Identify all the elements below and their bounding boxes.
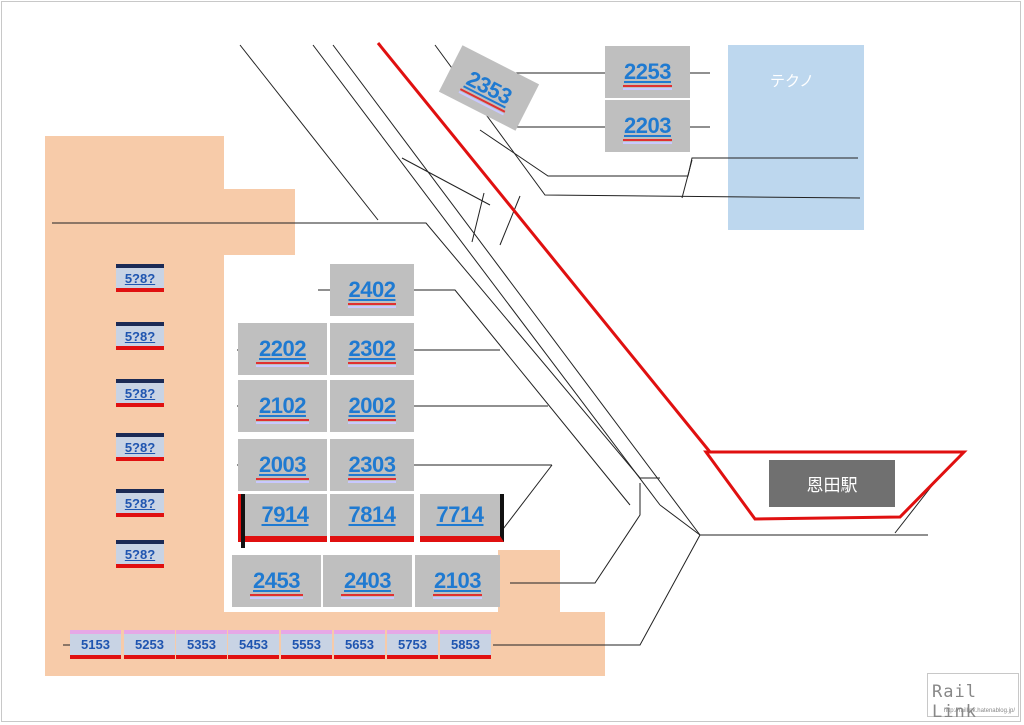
small-car-number: 5?8? bbox=[124, 385, 156, 401]
car-2202[interactable]: 2202 bbox=[238, 323, 327, 375]
car-7814[interactable]: 7814 bbox=[330, 494, 414, 542]
bottom-car-number: 5853 bbox=[451, 637, 480, 652]
car-number: 2403 bbox=[344, 568, 391, 593]
small-car[interactable]: 5?8? bbox=[116, 322, 164, 350]
onda-station-label: 恩田駅 bbox=[769, 460, 895, 507]
car-number: 2453 bbox=[253, 568, 300, 593]
car-stripe bbox=[623, 142, 672, 144]
car-stripe bbox=[433, 594, 482, 596]
bottom-car-number: 5553 bbox=[292, 637, 321, 652]
logo-text: Rail Link bbox=[932, 682, 977, 722]
small-car[interactable]: 5?8? bbox=[116, 540, 164, 568]
car-stripe bbox=[250, 597, 303, 599]
car-stripe bbox=[256, 481, 309, 483]
bottom-car-number: 5653 bbox=[345, 637, 374, 652]
car-2402[interactable]: 2402 bbox=[330, 264, 414, 316]
car-number: 2302 bbox=[348, 336, 396, 361]
small-car-number: 5?8? bbox=[124, 439, 156, 455]
depot-zone-upper-step bbox=[222, 189, 295, 255]
car-2103[interactable]: 2103 bbox=[415, 555, 500, 607]
bottom-car-5453[interactable]: 5453 bbox=[228, 630, 279, 659]
car-stripe bbox=[348, 365, 396, 367]
car-number: 7714 bbox=[436, 502, 484, 527]
car-stripe bbox=[348, 303, 396, 305]
small-car[interactable]: 5?8? bbox=[116, 433, 164, 461]
small-car[interactable]: 5?8? bbox=[116, 379, 164, 407]
car-stripe bbox=[623, 85, 672, 87]
car-stripe bbox=[341, 594, 394, 596]
depot-zone-right-step bbox=[498, 550, 560, 612]
small-car-number: 5?8? bbox=[124, 270, 156, 286]
bottom-car-number: 5753 bbox=[398, 637, 427, 652]
car-stripe bbox=[433, 597, 482, 599]
bottom-car-5553[interactable]: 5553 bbox=[281, 630, 332, 659]
bottom-car-number: 5353 bbox=[187, 637, 216, 652]
logo-url: http://raillink.hatenablog.jp/ bbox=[943, 708, 1015, 714]
bottom-car-5653[interactable]: 5653 bbox=[334, 630, 385, 659]
car-number: 2102 bbox=[259, 393, 306, 418]
car-number: 2103 bbox=[434, 568, 481, 593]
bottom-car-5753[interactable]: 5753 bbox=[387, 630, 438, 659]
car-2203[interactable]: 2203 bbox=[605, 100, 690, 152]
car-number: 2202 bbox=[259, 336, 306, 361]
car-2302[interactable]: 2302 bbox=[330, 323, 414, 375]
bottom-car-number: 5153 bbox=[81, 637, 110, 652]
car-stripe bbox=[341, 597, 394, 599]
rail-link-logo[interactable]: Rail Link http://raillink.hatenablog.jp/ bbox=[927, 673, 1019, 722]
car-stripe bbox=[348, 478, 396, 480]
car-stripe bbox=[256, 362, 309, 364]
car-stripe bbox=[256, 478, 309, 480]
car-2403[interactable]: 2403 bbox=[323, 555, 412, 607]
car-stripe bbox=[256, 365, 309, 367]
techno-label: テクノ bbox=[770, 73, 815, 90]
car-number: 2003 bbox=[259, 452, 306, 477]
car-end-cap bbox=[241, 494, 245, 548]
car-2002[interactable]: 2002 bbox=[330, 380, 414, 432]
bottom-car-5253[interactable]: 5253 bbox=[124, 630, 175, 659]
small-car[interactable]: 5?8? bbox=[116, 489, 164, 517]
car-stripe bbox=[348, 422, 396, 424]
car-2453[interactable]: 2453 bbox=[232, 555, 321, 607]
car-stripe bbox=[348, 362, 396, 364]
small-car-number: 5?8? bbox=[124, 328, 156, 344]
bottom-car-number: 5253 bbox=[135, 637, 164, 652]
car-number: 2203 bbox=[624, 113, 671, 138]
car-number: 2002 bbox=[348, 393, 396, 418]
small-car-number: 5?8? bbox=[124, 495, 156, 511]
techno-building bbox=[728, 45, 864, 230]
car-2003[interactable]: 2003 bbox=[238, 439, 327, 491]
car-stripe bbox=[256, 422, 309, 424]
car-stripe bbox=[623, 139, 672, 141]
car-stripe bbox=[348, 419, 396, 421]
car-2253[interactable]: 2253 bbox=[605, 46, 690, 98]
small-car[interactable]: 5?8? bbox=[116, 264, 164, 292]
car-stripe bbox=[256, 419, 309, 421]
car-stripe bbox=[250, 594, 303, 596]
car-stripe bbox=[348, 306, 396, 308]
bottom-car-5353[interactable]: 5353 bbox=[176, 630, 227, 659]
small-car-number: 5?8? bbox=[124, 546, 156, 562]
bottom-car-5853[interactable]: 5853 bbox=[440, 630, 491, 659]
bottom-car-5153[interactable]: 5153 bbox=[70, 630, 121, 659]
car-2102[interactable]: 2102 bbox=[238, 380, 327, 432]
car-stripe bbox=[623, 88, 672, 90]
car-number: 2253 bbox=[624, 59, 671, 84]
car-number: 2303 bbox=[348, 452, 396, 477]
car-number: 7814 bbox=[348, 502, 396, 527]
car-stripe bbox=[348, 481, 396, 483]
bottom-car-number: 5453 bbox=[239, 637, 268, 652]
car-number: 7914 bbox=[261, 502, 309, 527]
car-7714[interactable]: 7714 bbox=[420, 494, 504, 542]
car-2303[interactable]: 2303 bbox=[330, 439, 414, 491]
car-number: 2402 bbox=[348, 277, 396, 302]
car-7914[interactable]: 7914 bbox=[238, 494, 327, 548]
